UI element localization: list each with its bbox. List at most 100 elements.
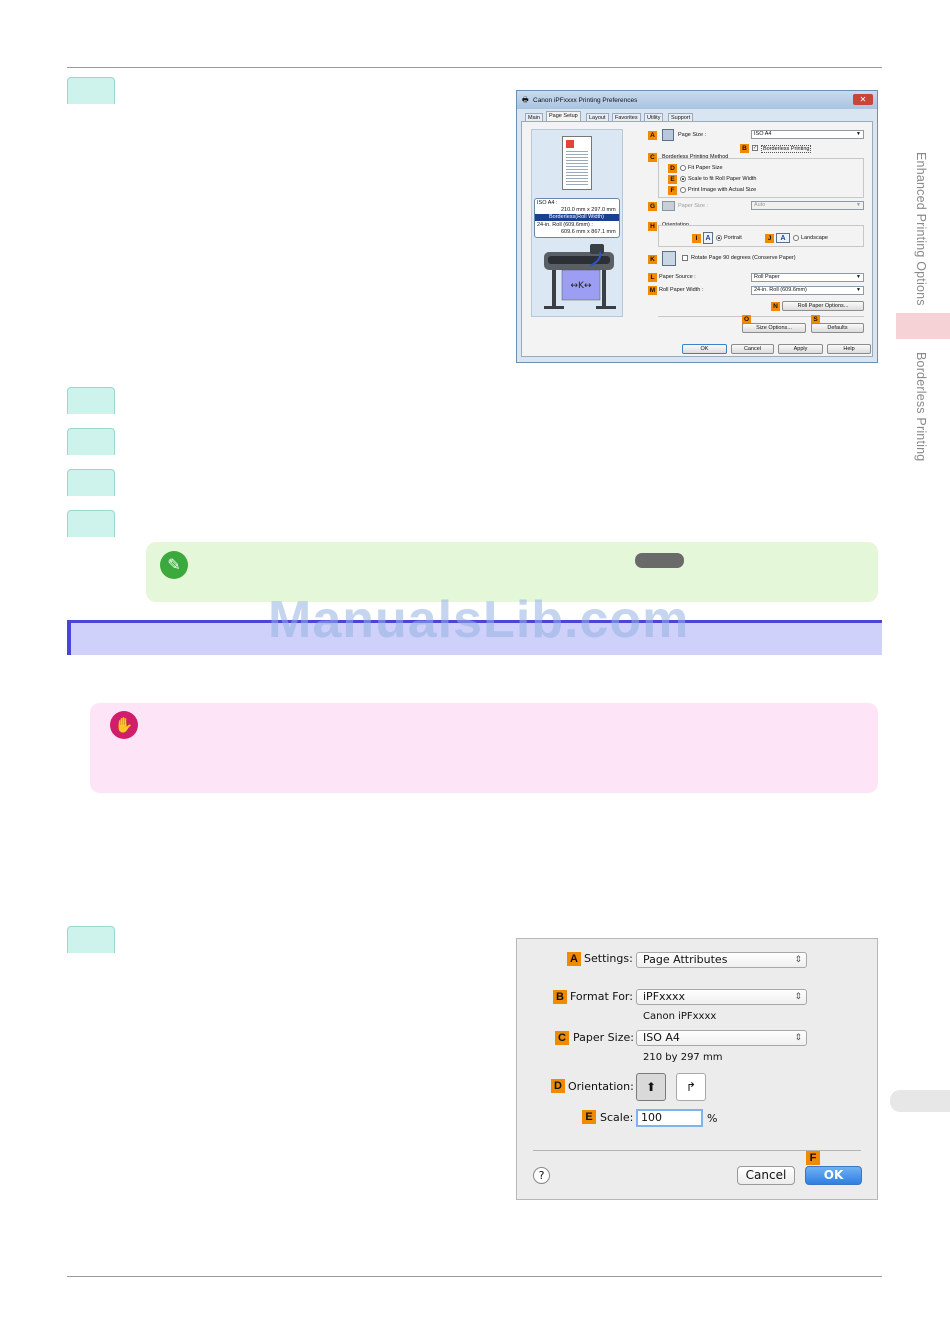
step-marker <box>67 77 115 104</box>
label-d: D <box>668 164 677 173</box>
paper-source-label: Paper Source : <box>659 274 696 280</box>
header-rule <box>67 67 882 68</box>
tab-main[interactable]: Main <box>525 113 543 122</box>
ok-button[interactable]: OK <box>682 344 727 354</box>
label-f: F <box>806 1151 820 1165</box>
print-actual-size-label: Print Image with Actual Size <box>688 187 757 193</box>
label-s: S <box>811 315 820 324</box>
landscape-orientation-icon[interactable]: ↱ <box>676 1073 706 1101</box>
scale-unit: % <box>707 1112 718 1125</box>
label-b: B <box>553 990 567 1004</box>
defaults-button[interactable]: Defaults <box>811 323 864 333</box>
link-pill[interactable] <box>635 553 684 568</box>
label-f: F <box>668 186 677 195</box>
label-a: A <box>648 131 657 140</box>
step-marker <box>67 926 115 953</box>
step-marker <box>67 428 115 455</box>
landscape-label: Landscape <box>801 235 828 241</box>
print-preview-panel: ISO A4 : 210.0 mm x 297.0 mm Borderless(… <box>531 129 623 317</box>
page-size-icon <box>662 129 674 141</box>
landscape-radio[interactable] <box>793 235 799 241</box>
label-e: E <box>582 1110 596 1124</box>
portrait-orientation-icon[interactable]: ⬆ <box>636 1073 666 1101</box>
scale-to-fit-radio[interactable] <box>680 176 686 182</box>
svg-text:↔K↔: ↔K↔ <box>571 281 592 291</box>
label-h: H <box>648 222 657 231</box>
roll-paper-options-button[interactable]: Roll Paper Options... <box>782 301 864 311</box>
label-c: C <box>555 1031 569 1045</box>
roll-paper-width-select[interactable]: 24-in. Roll (609.6mm) <box>751 286 864 295</box>
apply-button[interactable]: Apply <box>778 344 823 354</box>
format-for-label: Format For: <box>570 990 633 1003</box>
label-c: C <box>648 153 657 162</box>
section-heading-bar <box>67 620 882 655</box>
portrait-radio[interactable] <box>716 235 722 241</box>
fit-paper-size-label: Fit Paper Size <box>688 165 723 171</box>
help-button[interactable]: Help <box>827 344 871 354</box>
format-for-select[interactable]: iPFxxxx <box>636 989 807 1005</box>
landscape-icon: A <box>776 233 790 243</box>
step-marker <box>67 510 115 537</box>
windows-printing-preferences-dialog: 🖶 Canon iPFxxxx Printing Preferences ✕ M… <box>516 90 878 363</box>
page-size-select[interactable]: ISO A4 <box>751 130 864 139</box>
print-actual-size-radio[interactable] <box>680 187 686 193</box>
pencil-icon: ✎ <box>160 551 188 579</box>
label-o: O <box>742 315 751 324</box>
portrait-label: Portrait <box>724 235 742 241</box>
borderless-method-label: Borderless Printing Method <box>662 154 729 160</box>
tab-favorites[interactable]: Favorites <box>612 113 641 122</box>
paper-source-select[interactable]: Roll Paper <box>751 273 864 282</box>
settings-select[interactable]: Page Attributes <box>636 952 807 968</box>
label-k: K <box>648 255 657 264</box>
dialog-title: Canon iPFxxxx Printing Preferences <box>533 97 638 104</box>
borderless-printing-label: Borderless Printing <box>761 145 812 153</box>
orientation-label: Orientation: <box>568 1080 634 1093</box>
label-a: A <box>567 952 581 966</box>
orientation-group <box>658 225 864 247</box>
rotate-page-checkbox[interactable] <box>682 255 688 261</box>
footer-rule <box>67 1276 882 1277</box>
label-e: E <box>668 175 677 184</box>
help-icon[interactable]: ? <box>533 1167 550 1184</box>
fit-paper-size-radio[interactable] <box>680 165 686 171</box>
close-icon[interactable]: ✕ <box>853 94 873 105</box>
cancel-button[interactable]: Cancel <box>731 344 774 354</box>
borderless-checkbox[interactable]: ✓ <box>752 145 758 151</box>
portrait-icon: A <box>703 232 713 244</box>
label-l: L <box>648 273 657 282</box>
scale-to-fit-label: Scale to fit Roll Paper Width <box>688 176 757 182</box>
side-nav-section[interactable]: Borderless Printing <box>914 352 928 462</box>
mac-page-setup-dialog: A Settings: Page Attributes B Format For… <box>516 938 878 1200</box>
paper-size-description: 210 by 297 mm <box>643 1052 723 1063</box>
side-nav-chapter[interactable]: Enhanced Printing Options <box>914 152 928 306</box>
rotate-page-icon <box>662 251 676 266</box>
scale-input[interactable]: 100 <box>636 1109 703 1127</box>
cancel-button[interactable]: Cancel <box>737 1166 795 1185</box>
step-marker <box>67 469 115 496</box>
dialog-title-bar: 🖶 Canon iPFxxxx Printing Preferences ✕ <box>517 91 877 109</box>
tab-support[interactable]: Support <box>668 113 694 122</box>
roll-paper-width-label: Roll Paper Width : <box>659 287 704 293</box>
size-options-button[interactable]: Size Options... <box>742 323 806 333</box>
label-n: N <box>771 302 780 311</box>
settings-label: Settings: <box>584 952 633 965</box>
side-nav-index-tab[interactable] <box>890 1090 950 1112</box>
step-marker <box>67 387 115 414</box>
page-size-label: Page Size : <box>678 132 707 138</box>
side-nav-active-tab[interactable] <box>896 313 950 339</box>
paper-size-select[interactable]: Auto <box>751 201 864 210</box>
important-box <box>90 703 878 793</box>
watermark: ManualsLib.com <box>268 591 690 649</box>
separator <box>533 1150 861 1151</box>
printer-illustration: ↔K↔ <box>544 244 616 309</box>
tab-utility[interactable]: Utility <box>644 113 664 122</box>
paper-size-select[interactable]: ISO A4 <box>636 1030 807 1046</box>
label-m: M <box>648 286 657 295</box>
paper-size-icon <box>662 201 675 211</box>
tab-page-setup[interactable]: Page Setup <box>546 111 581 122</box>
ok-button[interactable]: OK <box>805 1166 862 1185</box>
label-i: I <box>692 234 701 243</box>
label-b: B <box>740 144 749 153</box>
tab-layout[interactable]: Layout <box>586 113 609 122</box>
rotate-page-label: Rotate Page 90 degrees (Conserve Paper) <box>691 255 796 261</box>
